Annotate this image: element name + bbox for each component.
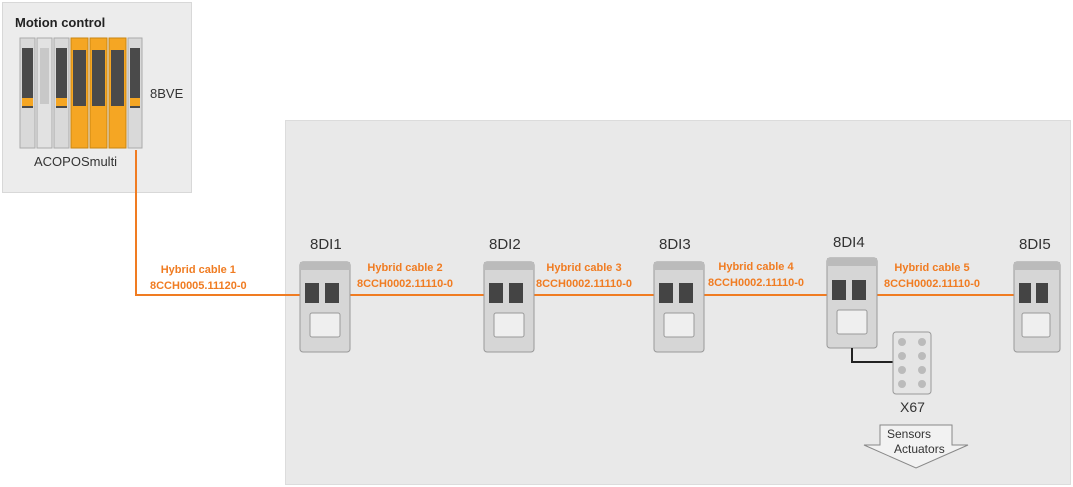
device-label-8di4: 8DI4 [833, 234, 865, 251]
device-8di4 [826, 257, 878, 349]
actuators-label: Actuators [894, 442, 945, 456]
acoposmulti-rack [19, 37, 143, 149]
cable-path [135, 150, 1028, 296]
sensors-actuators-arrow [863, 424, 969, 469]
cable-part-1: 8CCH0005.11120-0 [150, 280, 247, 292]
cable-part-3: 8CCH0002.11110-0 [536, 278, 633, 290]
cable-label-3: Hybrid cable 3 8CCH0002.11110-0 [536, 260, 632, 292]
cable-name-4: Hybrid cable 4 [718, 261, 794, 273]
cable-name-3: Hybrid cable 3 [546, 262, 622, 274]
cable-part-2: 8CCH0002.11110-0 [357, 278, 454, 290]
module-3 [53, 37, 70, 149]
module-4 [70, 37, 89, 149]
cable-name-1: Hybrid cable 1 [160, 264, 236, 276]
cable-name-2: Hybrid cable 2 [367, 262, 443, 274]
motion-control-title: Motion control [15, 15, 106, 30]
x67-module [892, 331, 932, 395]
device-8di2 [483, 261, 535, 353]
cable-label-2: Hybrid cable 2 8CCH0002.11110-0 [357, 260, 453, 292]
module-5 [89, 37, 108, 149]
cable-label-1: Hybrid cable 1 8CCH0005.11120-0 [150, 262, 247, 294]
system-label: ACOPOSmulti [34, 154, 118, 169]
module-2 [36, 37, 53, 149]
cable-name-5: Hybrid cable 5 [894, 262, 970, 274]
module-7 [127, 37, 143, 149]
device-8di5 [1013, 261, 1061, 353]
io-link-line [851, 348, 893, 363]
device-8di3 [653, 261, 705, 353]
cable-part-5: 8CCH0002.11110-0 [884, 278, 981, 290]
x67-label: X67 [900, 399, 925, 415]
device-label-8di2: 8DI2 [489, 236, 521, 253]
cable-part-4: 8CCH0002.11110-0 [708, 277, 805, 289]
cable-label-5: Hybrid cable 5 8CCH0002.11110-0 [884, 260, 980, 292]
device-8di1 [299, 261, 351, 353]
device-label-8di1: 8DI1 [310, 236, 342, 253]
module-6 [108, 37, 127, 149]
supply-module-label: 8BVE [150, 86, 184, 101]
cable-label-4: Hybrid cable 4 8CCH0002.11110-0 [708, 259, 804, 291]
device-label-8di3: 8DI3 [659, 236, 691, 253]
device-label-8di5: 8DI5 [1019, 236, 1051, 253]
sensors-label: Sensors [887, 427, 932, 441]
module-1 [19, 37, 36, 149]
